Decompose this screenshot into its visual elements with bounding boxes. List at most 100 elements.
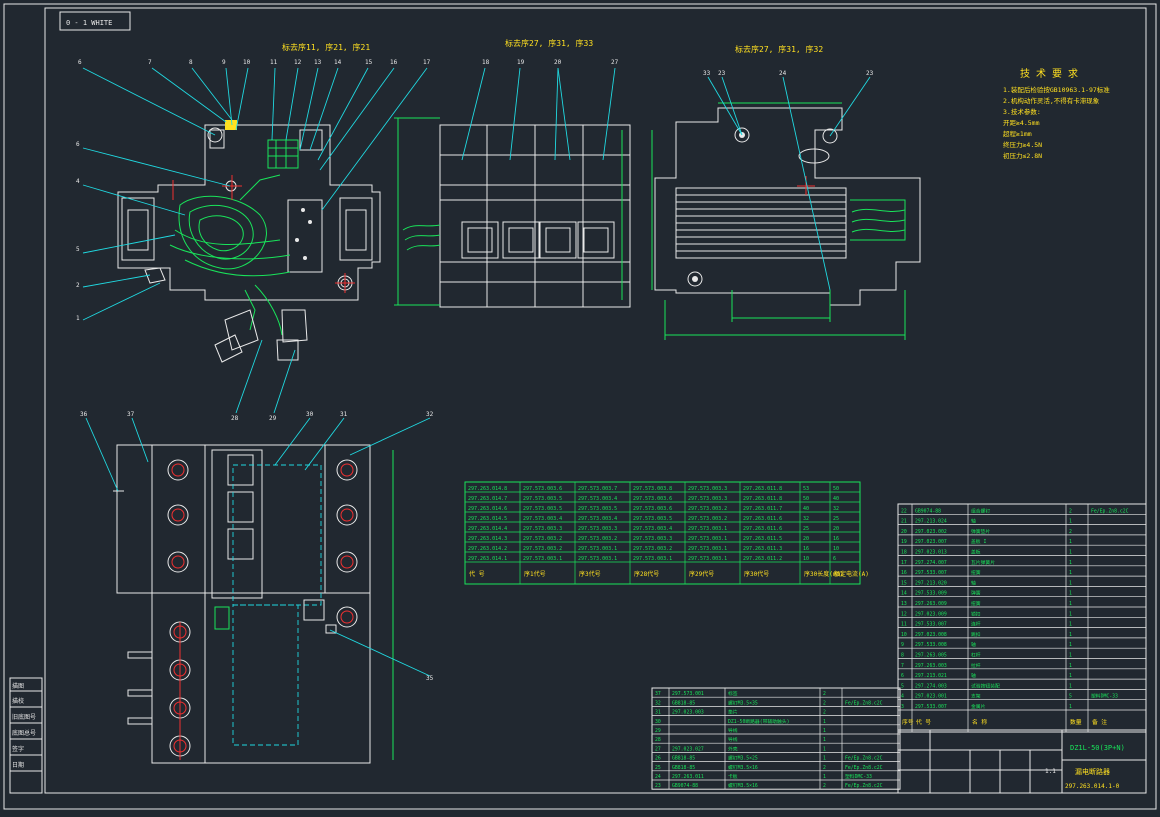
table-cell: 11: [901, 622, 907, 628]
table-cell: 2: [823, 765, 826, 771]
table-cell: 297.213.024: [915, 519, 947, 525]
table-cell: 弹簧: [971, 590, 981, 597]
table-cell: 297.573.003.3: [633, 536, 672, 542]
table-cell: 1: [1069, 663, 1072, 669]
table-cell: 支架: [971, 693, 981, 700]
table-cell: 297.573.003.6: [523, 486, 562, 492]
table-cell: 1: [1069, 632, 1072, 638]
table-header-cell: 备 注: [1092, 718, 1107, 726]
table-cell: 297.573.003.1: [633, 556, 672, 562]
table-cell: 7: [901, 663, 904, 669]
product-model: DZ1L-50(3P+N): [1070, 744, 1125, 752]
table-cell: 297.263.014.1: [468, 556, 507, 562]
table-cell: 6: [901, 673, 904, 679]
table-cell: 轴: [971, 672, 976, 679]
table-cell: 2: [823, 710, 826, 716]
table-cell: 297.274.007: [915, 560, 947, 566]
side-elevation-view: [394, 117, 631, 308]
table-cell: 连杆: [971, 621, 981, 628]
balloon: 31: [340, 411, 348, 418]
table-cell: 金属片: [971, 703, 986, 710]
table-cell: 拉杆: [971, 662, 981, 669]
table-cell: 53: [803, 486, 809, 492]
table-cell: 37: [655, 691, 661, 697]
table-cell: DZ1-50断路器(带辅助触头): [728, 718, 789, 725]
table-cell: 1: [1069, 683, 1072, 689]
table-cell: 16: [833, 536, 839, 542]
table-cell: 297.263.011.6: [743, 526, 782, 532]
table-cell: 2: [823, 700, 826, 706]
table-cell: 扭簧: [971, 569, 981, 576]
left-label-3: 底图总号: [12, 729, 36, 737]
table-cell: 297.573.003.4: [578, 516, 617, 522]
tech-note: 3.技术参数:: [1003, 107, 1041, 116]
table-cell: 塑料DMC-33: [845, 773, 872, 780]
technical-requirements: 技 术 要 求 1.装配后检验按GB10963.1-97标准 2.机构动作灵活,…: [1003, 67, 1110, 160]
table-cell: 23: [655, 783, 661, 789]
balloon: 4: [76, 178, 80, 185]
table-cell: 1: [1069, 622, 1072, 628]
balloon: 5: [76, 246, 80, 253]
table-cell: 14: [901, 591, 907, 597]
table-header-cell: 代 号: [469, 570, 485, 578]
table-cell: 20: [901, 529, 907, 535]
table-cell: 2: [1069, 508, 1072, 514]
table-cell: 297.263.014.2: [468, 546, 507, 552]
table-header-cell: 序号: [902, 718, 914, 726]
balloon: 10: [243, 59, 251, 66]
table-cell: 297.263.011.5: [743, 536, 782, 542]
table-cell: 12: [901, 611, 907, 617]
table-cell: 297.263.011.6: [743, 516, 782, 522]
balloon: 6: [76, 141, 80, 148]
table-cell: 27: [655, 746, 661, 752]
table-cell: 297.263.011.8: [743, 486, 782, 492]
table-cell: 1: [1069, 539, 1072, 545]
table-cell: 6: [833, 556, 836, 562]
left-strip: 描图 描校 旧底图号 底图总号 签字 日期: [9, 677, 43, 794]
balloon: 29: [269, 415, 277, 422]
table-header-cell: 序30代号: [744, 570, 769, 578]
table-cell: 13: [901, 601, 907, 607]
balloon: 27: [611, 59, 619, 66]
table-cell: 跳扣: [971, 631, 981, 638]
balloon: 7: [148, 59, 152, 66]
table-header-cell: 名 称: [972, 718, 987, 726]
table-cell: 297.573.003.3: [523, 526, 562, 532]
table-cell: 外壳: [728, 745, 738, 752]
table-cell: 297.263.014.4: [468, 526, 507, 532]
table-cell: 导线: [728, 736, 738, 743]
table-cell: 24: [655, 774, 661, 780]
table-cell: 螺钉M3.5×25: [728, 755, 758, 762]
end-view: [651, 102, 921, 340]
table-cell: 20: [833, 526, 839, 532]
leader-lines: [82, 67, 871, 677]
table-cell: 卡板: [728, 773, 738, 780]
table-cell: 297.573.003.2: [688, 516, 727, 522]
table-cell: 弹簧垫片: [971, 528, 990, 535]
table-cell: 297.263.009: [915, 601, 947, 607]
table-cell: 轴: [971, 641, 976, 648]
table-cell: 297.573.003.1: [578, 556, 617, 562]
front-section-view: [117, 120, 381, 363]
balloon: 16: [390, 59, 398, 66]
table-cell: 1: [1069, 611, 1072, 617]
table-cell: 297.023.008: [915, 632, 947, 638]
table-cell: 297.573.003.5: [523, 496, 562, 502]
table-cell: 29: [655, 728, 661, 734]
table-cell: 297.573.003.4: [578, 496, 617, 502]
table-cell: 297.263.011.8: [743, 496, 782, 502]
table-cell: 组合螺钉: [971, 507, 990, 514]
scale-value: 1:1: [1045, 768, 1056, 775]
left-label-0: 描图: [12, 682, 24, 690]
table-cell: 1: [1069, 591, 1072, 597]
table-cell: 1: [1069, 601, 1072, 607]
table-header-cell: 序29代号: [689, 570, 714, 578]
table-cell: 297.263.005: [915, 653, 947, 659]
table-cell: Fe/Ep.Zn8.c2C: [845, 700, 883, 706]
table-cell: 297.573.003.2: [578, 536, 617, 542]
table-cell: Fe/Ep.Zn8.c2C: [845, 756, 883, 762]
table-cell: 螺钉M3.5×16: [728, 782, 758, 789]
